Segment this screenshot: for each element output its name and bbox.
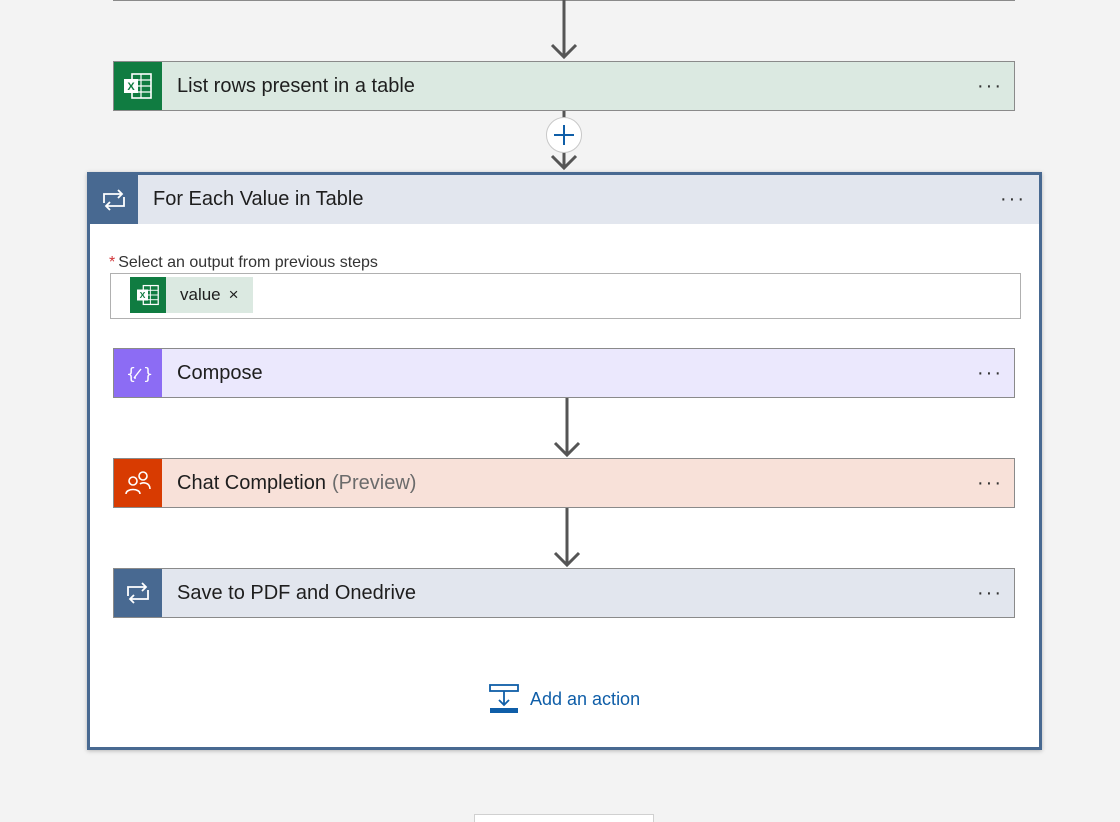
step-title: Chat Completion — [177, 471, 326, 494]
more-options-button[interactable]: ··· — [1000, 188, 1026, 210]
for-each-scope[interactable]: For Each Value in Table ··· *Select an o… — [87, 172, 1042, 750]
remove-token-button[interactable]: × — [228, 285, 239, 304]
more-options-button[interactable]: ··· — [977, 471, 1003, 494]
output-select-input[interactable]: X value × — [110, 273, 1021, 319]
plus-icon — [554, 125, 574, 145]
step-title[interactable]: Save to PDF and Onedrive — [177, 581, 417, 604]
connector-arrow — [552, 398, 582, 459]
save-to-pdf-step[interactable]: Save to PDF and Onedrive ··· — [113, 568, 1015, 618]
chat-icon — [114, 459, 162, 507]
required-marker: * — [109, 254, 116, 271]
more-options-button[interactable]: ··· — [977, 361, 1003, 384]
output-field-label-text: Select an output from previous steps — [118, 254, 378, 271]
for-each-title[interactable]: For Each Value in Table — [153, 188, 364, 210]
for-each-header[interactable]: For Each Value in Table ··· — [90, 175, 1039, 224]
add-action-icon — [489, 684, 519, 713]
loop-icon — [114, 569, 162, 617]
more-options-button[interactable]: ··· — [977, 74, 1003, 97]
add-action-label: Add an action — [530, 688, 641, 709]
svg-text:}: } — [143, 364, 152, 383]
preview-tag: (Preview) — [331, 471, 417, 494]
svg-text:{: { — [126, 364, 136, 383]
connector-arrow — [549, 0, 579, 61]
step-title[interactable]: Compose — [177, 361, 263, 384]
add-action-button[interactable]: Add an action — [488, 683, 640, 715]
connector-arrow — [552, 508, 582, 569]
insert-step-button[interactable] — [546, 117, 582, 153]
excel-icon: X — [130, 277, 166, 313]
svg-text:X: X — [140, 290, 146, 300]
chat-completion-step[interactable]: Chat Completion (Preview) ··· — [113, 458, 1015, 508]
token-label: value — [180, 285, 221, 304]
svg-text:X: X — [127, 81, 135, 93]
step-title[interactable]: List rows present in a table — [177, 74, 415, 97]
compose-step[interactable]: { } Compose ··· — [113, 348, 1015, 398]
dynamic-content-token[interactable]: X value × — [130, 277, 253, 313]
new-step-button[interactable] — [474, 814, 654, 822]
more-options-button[interactable]: ··· — [977, 581, 1003, 604]
loop-icon — [90, 175, 138, 224]
list-rows-step[interactable]: X List rows present in a table ··· — [113, 61, 1015, 111]
output-field-label: *Select an output from previous steps — [109, 254, 378, 272]
compose-icon: { } — [114, 349, 162, 397]
excel-icon: X — [114, 62, 162, 110]
step-title-row[interactable]: Chat Completion (Preview) — [162, 459, 966, 507]
